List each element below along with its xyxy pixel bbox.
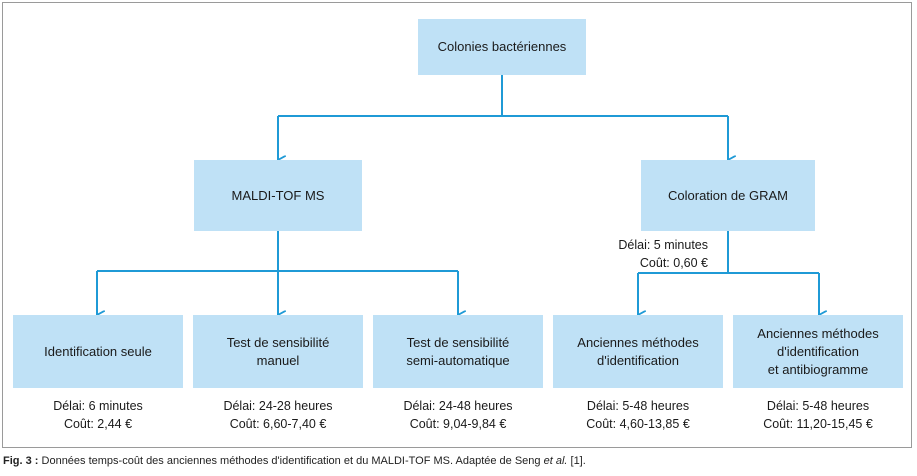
node-label-line: d'identification: [597, 352, 679, 368]
node-label-line: Anciennes méthodes: [757, 325, 879, 341]
delai-text: Délai: 5-48 heures: [766, 399, 870, 413]
delai-text: Délai: 5 minutes: [618, 238, 708, 252]
caption-ref: [1].: [567, 455, 586, 467]
node-label: MALDI-TOF MS: [231, 187, 325, 203]
cout-text: Coût: 2,44 €: [63, 417, 133, 431]
caption-label: Fig. 3 :: [3, 455, 39, 467]
stats-identification-seule: Délai: 6 minutes Coût: 2,44 €: [13, 397, 183, 433]
gram-stats: Délai: 5 minutes Coût: 0,60 €: [570, 236, 708, 272]
node-label-line: semi-automatique: [406, 352, 510, 368]
delai-text: Délai: 5-48 heures: [586, 399, 690, 413]
figure-frame: [2, 2, 912, 448]
node-maldi-tof: MALDI-TOF MS: [194, 160, 362, 231]
cout-text: Coût: 11,20-15,45 €: [763, 417, 873, 431]
stats-anciennes-id-abg: Délai: 5-48 heures Coût: 11,20-15,45 €: [733, 397, 903, 433]
node-label-line: Test de sensibilité: [406, 334, 510, 350]
node-anciennes-methodes-id: Anciennes méthodes d'identification: [553, 315, 723, 388]
cout-text: Coût: 9,04-9,84 €: [409, 417, 507, 431]
node-colonies-bacteriennes: Colonies bactériennes: [418, 19, 586, 75]
node-label: Coloration de GRAM: [668, 187, 788, 203]
node-test-sensibilite-semi: Test de sensibilité semi-automatique: [373, 315, 543, 388]
caption-etal: et al.: [543, 455, 568, 467]
figure-caption: Fig. 3 : Données temps-coût des ancienne…: [3, 455, 586, 467]
node-identification-seule: Identification seule: [13, 315, 183, 388]
node-label-line: Anciennes méthodes: [577, 334, 699, 350]
node-anciennes-methodes-id-abg: Anciennes méthodes d'identification et ant…: [733, 315, 903, 388]
node-label: Identification seule: [44, 343, 152, 359]
stats-test-manuel: Délai: 24-28 heures Coût: 6,60-7,40 €: [193, 397, 363, 433]
node-label: Colonies bactériennes: [437, 39, 567, 54]
node-label-line: d'identification: [777, 343, 859, 359]
node-test-sensibilite-manuel: Test de sensibilité manuel: [193, 315, 363, 388]
stats-anciennes-id: Délai: 5-48 heures Coût: 4,60-13,85 €: [553, 397, 723, 433]
delai-text: Délai: 24-48 heures: [403, 399, 513, 413]
node-label-line: et antibiogramme: [767, 361, 869, 377]
caption-text: Données temps-coût des anciennes méthode…: [38, 455, 544, 467]
node-coloration-gram: Coloration de GRAM: [641, 160, 815, 231]
delai-text: Délai: 6 minutes: [53, 399, 143, 413]
stats-test-semi: Délai: 24-48 heures Coût: 9,04-9,84 €: [373, 397, 543, 433]
delai-text: Délai: 24-28 heures: [223, 399, 333, 413]
cout-text: Coût: 4,60-13,85 €: [586, 417, 690, 431]
node-label-line: manuel: [256, 352, 300, 368]
cout-text: Coût: 6,60-7,40 €: [229, 417, 327, 431]
cout-text: Coût: 0,60 €: [639, 256, 708, 270]
node-label-line: Test de sensibilité: [226, 334, 330, 350]
